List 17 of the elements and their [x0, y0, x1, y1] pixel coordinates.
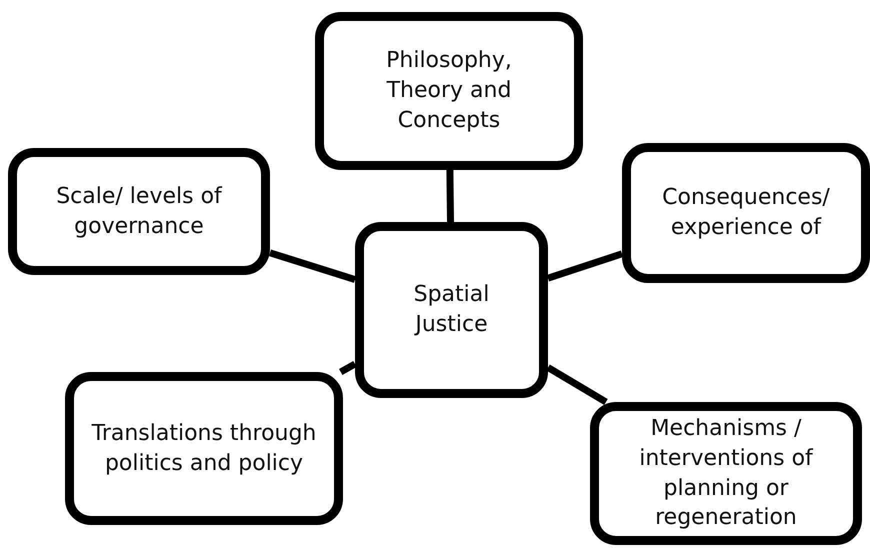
rounded-box: [8, 148, 270, 275]
rounded-box: [315, 12, 583, 170]
box-label: Mechanisms / interventions of planning or regeneration: [638, 415, 814, 532]
connector-line: [268, 249, 356, 283]
box-label: Spatial Justice: [412, 281, 490, 339]
box-label: Translations through politics and policy: [90, 420, 318, 478]
connector-line: [446, 170, 454, 222]
box-label: Philosophy, Theory and Concepts: [385, 47, 513, 135]
rounded-box: [590, 402, 862, 545]
rounded-box: [65, 372, 343, 525]
box-label: Consequences/ experience of: [661, 184, 831, 242]
connector-line: [546, 250, 624, 282]
rounded-box: [622, 143, 870, 283]
box-label: Scale/ levels of governance: [55, 182, 224, 240]
connector-line: [339, 360, 357, 376]
rounded-box: [355, 222, 548, 398]
connector-line: [546, 364, 608, 406]
